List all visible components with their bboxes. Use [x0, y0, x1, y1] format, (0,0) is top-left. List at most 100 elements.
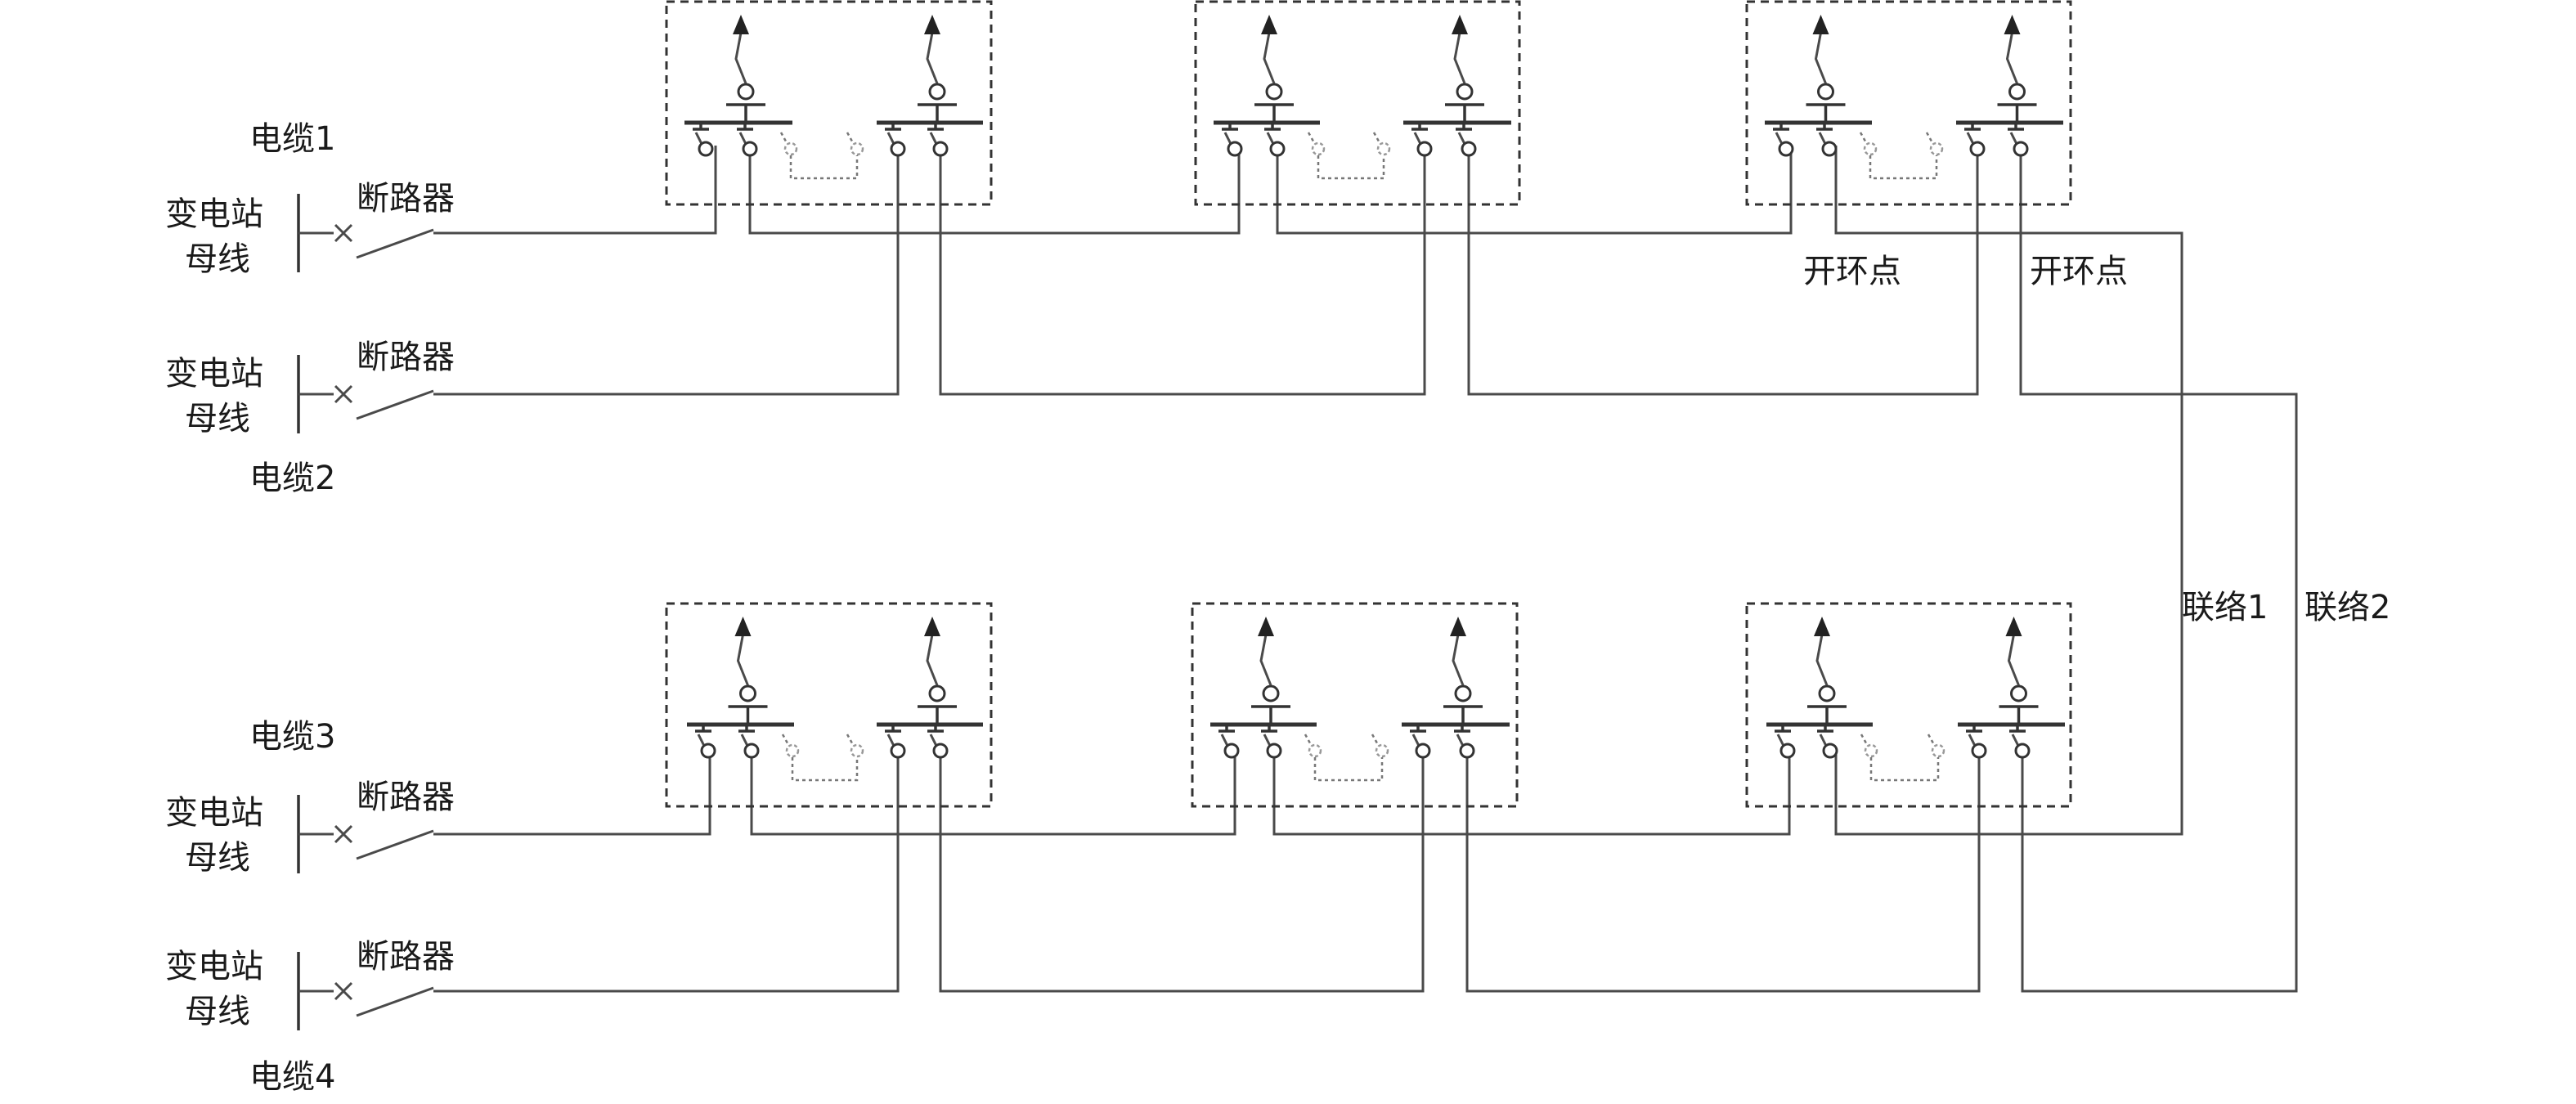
breaker-blade [356, 986, 434, 1017]
feeder-switch-contact [1461, 141, 1477, 157]
load-arrow-icon [924, 15, 940, 34]
substation-label-1b: 母线 [185, 240, 250, 278]
cable-segment-2 [748, 146, 1241, 235]
load-switch-contact [2010, 684, 2027, 702]
breaker-icon [334, 223, 353, 243]
feeder-switch-contact [932, 141, 949, 157]
open-point-label-1: 开环点 [1803, 253, 1901, 290]
switch-unit-frame [665, 602, 993, 808]
breaker-icon [334, 384, 353, 404]
cable-segment-6 [939, 146, 1426, 396]
switch-unit-6 [1745, 602, 2072, 808]
feeder-switch-contact [1822, 743, 1838, 759]
substation-source-2 [297, 355, 434, 433]
feeder-switch-contact [1459, 743, 1475, 759]
spare-switch-contact [1311, 141, 1326, 156]
tie-1-label: 联络1 [2182, 589, 2268, 626]
switch-unit-5 [1191, 602, 1519, 808]
load-switch-blade [1453, 32, 1466, 84]
load-switch-contact [928, 83, 946, 101]
spare-switch-contact [1931, 743, 1945, 758]
spare-switch-contact [1864, 743, 1878, 758]
load-switch-contact [1454, 684, 1472, 702]
substation-sources [297, 194, 434, 1030]
cable-segment-11 [1272, 748, 1791, 836]
feeder-switch-contact [1416, 141, 1433, 157]
load-switch-blade [1263, 32, 1276, 84]
feeder-switch-contact [1415, 743, 1431, 759]
substation-label-3a: 变电站 [165, 794, 263, 832]
feeder-switch-contact [1778, 141, 1794, 157]
load-switch-blade [926, 634, 939, 686]
spare-switch-contact [1929, 141, 1944, 156]
load-switch-blade [1259, 634, 1272, 686]
substation-label-1a: 变电站 [165, 195, 263, 233]
load-arrow-icon [1258, 617, 1274, 636]
switch-unit-frame [1745, 602, 2072, 808]
feeder-switch-contact [1971, 743, 1987, 759]
switch-unit-3 [1745, 0, 2072, 206]
load-arrow-icon [734, 617, 752, 636]
breaker-label-4: 断路器 [357, 938, 455, 976]
breaker-label-3: 断路器 [357, 779, 455, 816]
breaker-label-2: 断路器 [357, 339, 455, 376]
feeder-switch-contact [1969, 141, 1986, 157]
feeder-switch-contact [2013, 141, 2029, 157]
switch-unit-frame [665, 0, 993, 206]
spare-link [1313, 757, 1384, 782]
load-switch-blade [1452, 634, 1465, 686]
open-point-label-2: 开环点 [2030, 253, 2128, 290]
switch-unit-2 [1194, 0, 1521, 206]
load-switch-blade [1815, 634, 1829, 686]
feeder-switch-contact [932, 743, 949, 759]
load-switch-contact [737, 83, 755, 101]
load-switch-contact [1817, 83, 1834, 101]
feeder-switch-contact [890, 141, 906, 157]
feeder-switch-contact [890, 743, 906, 759]
feeder-switch-contact [1227, 141, 1243, 157]
switch-unit-frame [1745, 0, 2072, 206]
cable-segment-3 [1276, 146, 1793, 235]
cable-2-label: 电缆2 [249, 460, 335, 497]
cable-segment-13 [939, 748, 1425, 993]
feeder-switch-contact [2014, 743, 2031, 759]
feeder-switch-contact [700, 743, 716, 759]
cable-segment-12 [433, 748, 900, 993]
load-switch-blade [2005, 32, 2018, 84]
cable-segment-5 [433, 146, 900, 396]
spare-switch-contact [1376, 141, 1391, 156]
load-switch-contact [1818, 684, 1836, 702]
spare-switch-contact [1863, 141, 1878, 156]
substation-source-3 [297, 795, 434, 873]
cable-segment-9 [433, 748, 711, 836]
cable-4-label: 电缆4 [249, 1058, 335, 1096]
load-switch-contact [1262, 684, 1280, 702]
substation-source-1 [297, 194, 434, 272]
feeder-switch-contact [1821, 141, 1838, 157]
breaker-icon [334, 981, 353, 1001]
load-switch-contact [928, 684, 946, 702]
connection-wires [433, 146, 2298, 993]
spare-switch-contact [850, 743, 864, 758]
substation-source-4 [297, 952, 434, 1030]
switch-unit-1 [665, 0, 993, 206]
spare-link [789, 155, 859, 180]
load-arrow-icon [1812, 15, 1829, 34]
cable-segment-1 [433, 146, 717, 235]
cable-segment-7 [1467, 146, 1979, 396]
load-arrow-icon [1261, 15, 1277, 34]
breaker-blade [356, 228, 434, 259]
load-arrow-icon [1450, 617, 1466, 636]
spare-link [1869, 757, 1940, 782]
load-arrow-icon [1452, 15, 1468, 34]
load-switch-blade [734, 32, 747, 84]
breaker-icon [334, 824, 353, 844]
spare-switch-contact [850, 141, 864, 156]
feeder-switch-contact [1269, 141, 1286, 157]
load-arrow-icon [1814, 617, 1830, 636]
load-arrow-icon [2005, 617, 2022, 636]
spare-switch-contact [1375, 743, 1389, 758]
feeder-switch-contact [742, 141, 758, 157]
spare-switch-contact [1308, 743, 1322, 758]
breaker-blade [356, 389, 434, 420]
